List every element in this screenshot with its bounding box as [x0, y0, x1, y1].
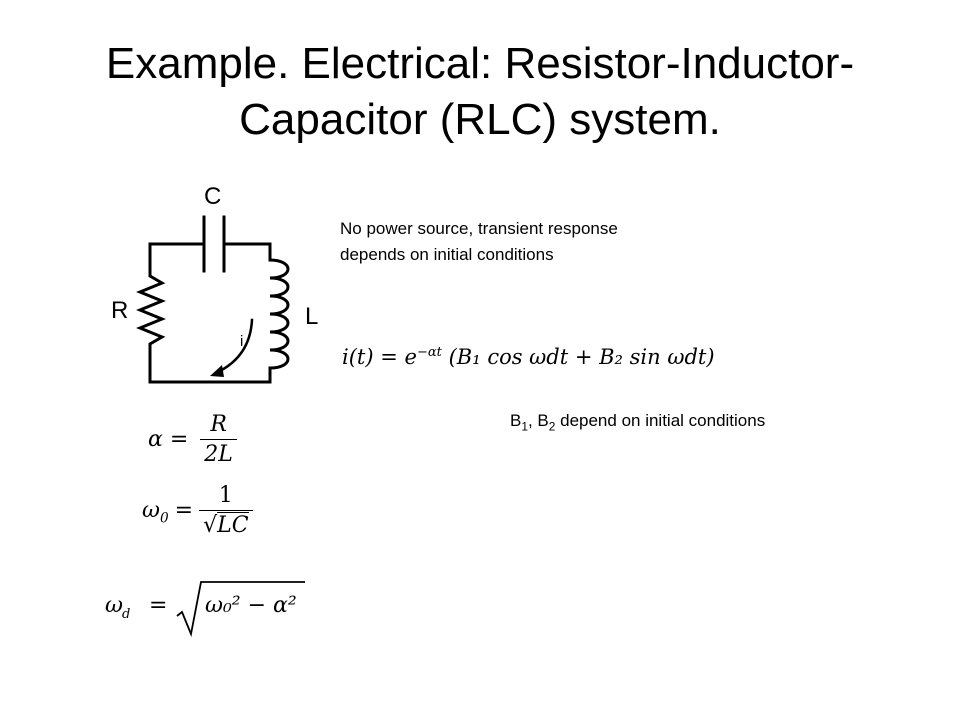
b-note-text: depend on initial conditions: [555, 411, 766, 430]
omega0-radicand: LC: [217, 512, 249, 538]
alpha-lhs: α =: [148, 427, 189, 452]
exp-base: e: [404, 345, 417, 369]
current-equals: =: [380, 345, 398, 369]
resistor-zigzag: [136, 256, 166, 384]
radical-sign: [176, 581, 305, 638]
current-arrowhead: [210, 365, 224, 377]
omegad-lhs-sub: d: [122, 607, 130, 622]
b2-letter: B: [537, 411, 549, 430]
b1-sub: 1: [521, 419, 528, 434]
current-lhs: i(t): [342, 345, 374, 369]
exp-power: −αt: [416, 345, 442, 360]
omegad-lhs: ω: [105, 593, 123, 618]
omega0-equation: ω0 = 1 √LC: [142, 483, 253, 538]
omega0-equals: =: [174, 498, 194, 523]
omegad-radicand: ω₀² − α²: [205, 593, 297, 618]
omega0-fraction: 1 √LC: [199, 483, 253, 538]
title-line-1: Example. Electrical: Resistor-Inductor-: [105, 39, 855, 88]
current-arrow: [216, 318, 254, 374]
omegad-formula-graphic: ω d = ω₀² − α²: [105, 581, 305, 638]
current-body: (B₁ cos ω𝑑t + B₂ sin ω𝑑t): [448, 345, 715, 369]
resistor-label: R: [111, 297, 128, 324]
omega0-numerator: 1: [218, 483, 233, 508]
inductor-label: L: [305, 303, 318, 330]
no-source-note: No power source, transient response depe…: [340, 219, 618, 264]
omegad-equation: ω d = ω₀² − α²: [105, 578, 315, 642]
current-equation: i(t) = e−αt (B₁ cos ω𝑑t + B₂ sin ω𝑑t): [342, 345, 715, 369]
alpha-fraction: R 2L: [200, 412, 237, 467]
inductor-coil: [268, 258, 290, 384]
slide-title: Example. Electrical: Resistor-Inductor- …: [30, 36, 930, 148]
b1-letter: B: [510, 411, 522, 430]
alpha-numerator: R: [210, 412, 227, 437]
alpha-denominator: 2L: [200, 439, 237, 467]
current-label: i: [240, 333, 243, 350]
omega0-lhs: ω0: [142, 498, 169, 527]
b-sep: ,: [527, 411, 538, 430]
alpha-equation: α = R 2L: [148, 412, 237, 467]
capacitor-label: C: [204, 183, 221, 210]
b2-sub: 2: [548, 419, 556, 434]
top-left-wire: [148, 242, 206, 260]
omegad-equals: =: [149, 593, 167, 618]
title-line-2: Capacitor (RLC) system.: [239, 95, 721, 144]
top-right-wire: [222, 242, 272, 262]
rlc-circuit-diagram: C R L i: [111, 183, 318, 384]
b-coefficients-note: B1, B2 depend on initial conditions: [510, 410, 765, 432]
omega0-denominator: √LC: [199, 510, 253, 538]
